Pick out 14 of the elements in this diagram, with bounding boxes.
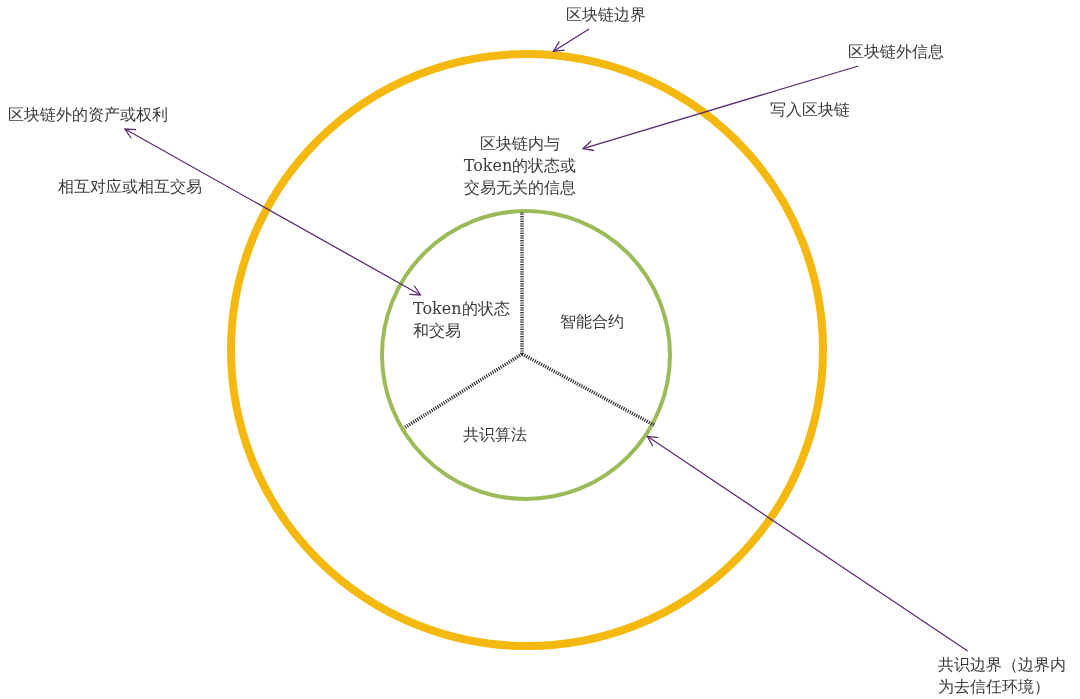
arrow bbox=[646, 435, 969, 652]
text-label: 区块链边界 bbox=[566, 4, 666, 26]
edge-label: 写入区块链 bbox=[768, 99, 852, 121]
text-label: 智能合约 bbox=[560, 311, 640, 333]
arrow bbox=[124, 128, 422, 296]
text-label: 区块链外的资产或权利 bbox=[8, 104, 198, 126]
text-label: Token的状态和交易 bbox=[413, 298, 513, 342]
text-label: 共识算法 bbox=[463, 424, 543, 446]
arrow bbox=[582, 65, 859, 152]
text-label: 共识边界（边界内为去信任环境） bbox=[938, 654, 1076, 698]
text-label: 区块链内与Token的状态或交易无关的信息 bbox=[460, 133, 580, 199]
arrow bbox=[552, 28, 590, 52]
text-label: 区块链外信息 bbox=[848, 41, 968, 63]
edge-label: 相互对应或相互交易 bbox=[56, 176, 204, 198]
